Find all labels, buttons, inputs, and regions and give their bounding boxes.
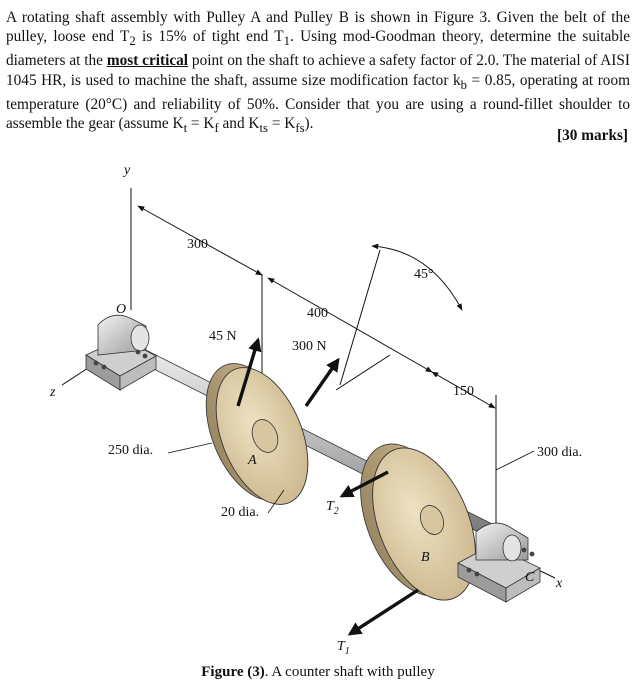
figure-caption-label: Figure (3) [201,664,265,680]
angle-arc [371,243,463,311]
point-a-label: A [247,453,257,468]
bearing-o [85,314,157,391]
dia-300-leader [495,450,535,471]
dim-150-line [431,371,496,409]
pulley-b [360,443,476,601]
y-axis-label: y [122,163,131,178]
z-axis-label: z [49,385,56,400]
dia-20-leader [267,489,285,514]
shaft-assembly-figure: y z x O A B C 300 400 150 45° 45 N 300 N… [49,163,582,657]
dia-250-label: 250 dia. [108,443,153,458]
dia-300-label: 300 dia. [537,445,582,460]
bearing-c [457,522,541,603]
force-300n-label: 300 N [292,339,327,354]
angle-ref-horizontal [335,354,391,391]
dim-400-label: 400 [307,306,328,321]
angle-vertical-ref [339,249,381,386]
x-axis-label: x [555,576,563,591]
dim-150-label: 150 [453,384,474,399]
figure-caption-text: . A counter shaft with pulley [264,664,435,680]
problem-statement: A rotating shaft assembly with Pulley A … [6,9,631,136]
most-critical-emphasis: most critical [106,52,189,70]
dim-300-line [137,205,263,276]
dia-20-label: 20 dia. [221,505,259,520]
point-o-label: O [116,302,126,317]
force-45n-label: 45 N [209,329,237,344]
point-c-label: C [525,570,535,585]
force-45n-arrow [236,337,262,407]
dia-250-leader [167,442,213,454]
marks-label: [30 marks] [557,127,628,144]
t2-arrow [339,470,389,498]
dim-300-label: 300 [187,237,208,252]
angle-label: 45° [414,267,434,282]
force-300n-arrow [304,357,340,407]
point-b-label: B [421,550,430,565]
figure-caption: Figure (3). A counter shaft with pulley [0,664,636,681]
dim-400-line [267,277,433,373]
t2-label: T2 [326,499,339,517]
t1-label: T1 [337,639,350,657]
t1-arrow [347,588,419,636]
